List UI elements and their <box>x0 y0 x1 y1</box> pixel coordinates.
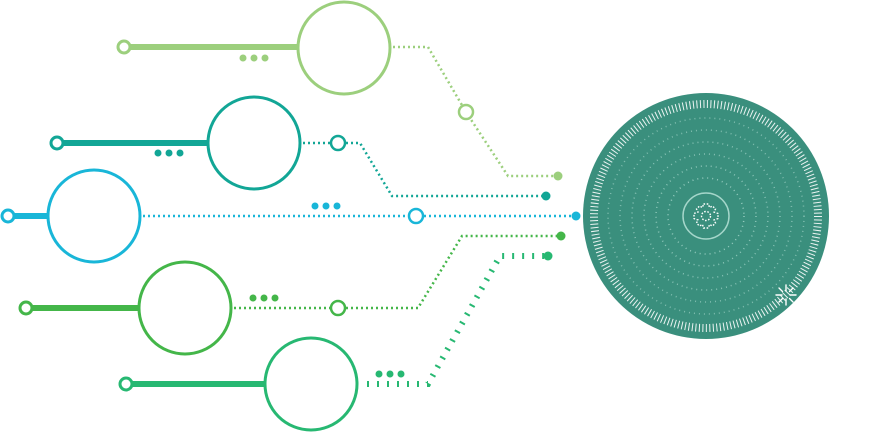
branch-3-main-circle <box>46 168 142 264</box>
branch-1-dots <box>239 54 269 62</box>
branch-2-end-node <box>49 135 65 151</box>
branch-4-end-node <box>18 300 34 316</box>
branch-3-mid-node <box>407 207 425 225</box>
branch-3-dots <box>311 202 341 210</box>
branch-2 <box>49 95 551 201</box>
hub-inner-rings <box>607 117 805 315</box>
branch-4 <box>18 231 566 356</box>
branch-1 <box>116 0 563 181</box>
branch-2-connector-b <box>346 141 542 198</box>
gear-icon <box>693 203 719 229</box>
sparkle-icon <box>775 284 797 306</box>
branch-2-terminal <box>541 191 551 201</box>
hub-outer-tick-ring <box>590 100 822 332</box>
branch-3 <box>0 168 581 264</box>
branch-5-end-node <box>118 376 134 392</box>
branch-4-terminal <box>556 231 566 241</box>
branch-5-terminal <box>543 251 553 261</box>
branch-3-end-node <box>0 208 16 224</box>
branch-1-mid-node <box>457 103 475 121</box>
branch-4-connector-b <box>346 234 557 310</box>
branch-5-connector <box>367 253 552 387</box>
branch-4-dots <box>249 294 279 302</box>
hub-center-ring <box>682 192 730 240</box>
hub <box>583 93 829 339</box>
branch-2-main-circle <box>206 95 302 191</box>
branch-1-end-node <box>116 39 132 55</box>
branch-1-main-circle <box>296 0 392 96</box>
branch-2-mid-node <box>329 134 347 152</box>
branch-2-dots <box>154 149 184 157</box>
branch-5 <box>118 251 553 432</box>
hub-disc <box>583 93 829 339</box>
branch-4-mid-node <box>329 299 347 317</box>
branch-5-main-circle <box>263 336 359 432</box>
branch-1-terminal <box>553 171 563 181</box>
branch-4-main-circle <box>137 260 233 356</box>
branch-5-dots <box>375 370 405 378</box>
branch-3-terminal <box>571 211 581 221</box>
